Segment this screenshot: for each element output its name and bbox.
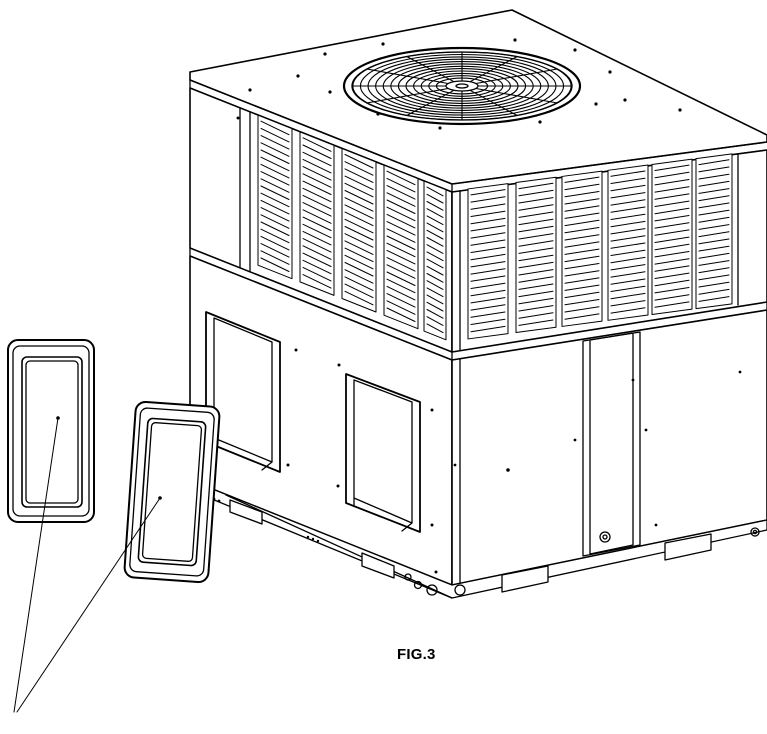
supply-duct-opening <box>345 373 421 533</box>
fan-guard <box>342 46 582 126</box>
top-screws <box>248 38 682 130</box>
figure-label: FIG.3 <box>397 646 436 663</box>
lower-panel-screws <box>236 116 438 574</box>
leader-lines <box>13 416 162 713</box>
louver-grille-left <box>257 114 447 341</box>
duct-cover-left <box>7 339 95 523</box>
duct-cover-right <box>123 400 221 584</box>
access-door <box>453 331 742 557</box>
louver-grille-right <box>467 153 733 340</box>
return-duct-opening <box>205 311 281 473</box>
